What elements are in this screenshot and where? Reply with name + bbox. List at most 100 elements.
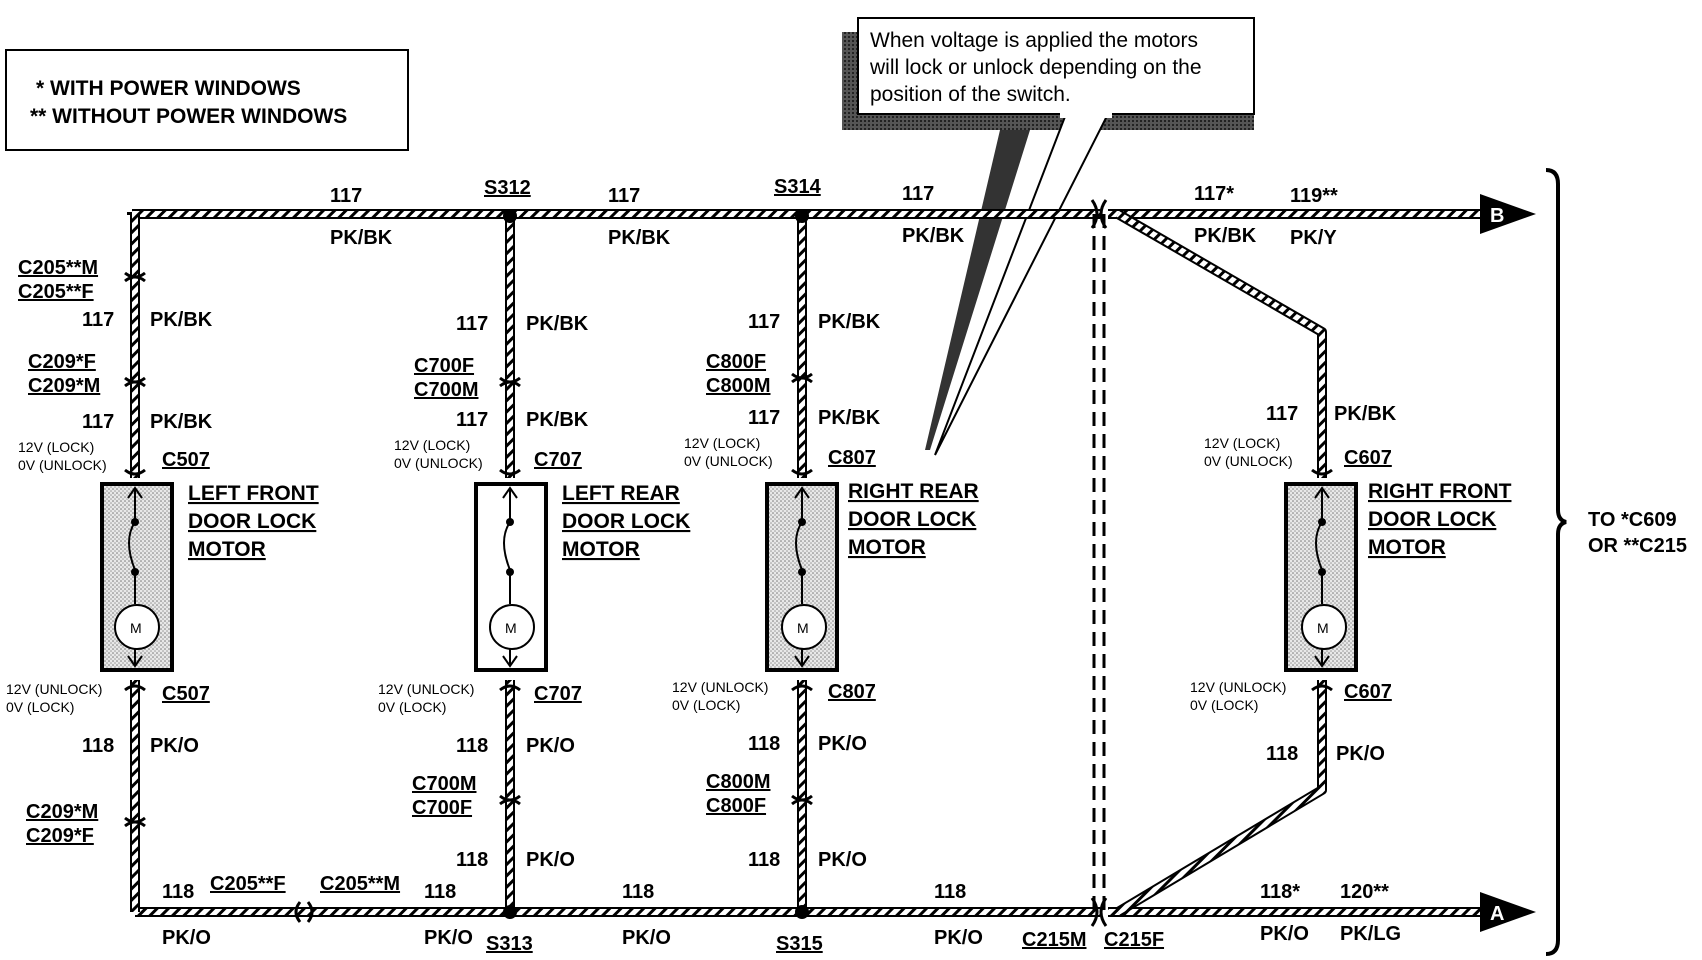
lr-lower-conn-b: C700F	[412, 797, 472, 819]
top-right-circuit-b: 119**	[1290, 185, 1338, 207]
rf-circuit-2: 118	[1266, 743, 1298, 765]
lr-color-3: PK/O	[526, 735, 575, 757]
lf-conn-top: C507	[162, 449, 210, 471]
lf-motor-name-2: DOOR LOCK	[188, 510, 316, 533]
lr-color-1: PK/BK	[526, 313, 589, 335]
top-color-2: PK/BK	[608, 227, 671, 249]
lf-mid-conn-b: C209*M	[28, 375, 100, 397]
lf-motor-name-3: MOTOR	[188, 538, 266, 561]
lf-circuit-1: 117	[82, 309, 114, 331]
bottom-color-3: PK/O	[622, 927, 671, 949]
rf-circuit-1: 117	[1266, 403, 1298, 425]
rr-circuit-1: 117	[748, 311, 780, 333]
lr-lower-conn-a: C700M	[412, 773, 476, 795]
top-right-color-a: PK/BK	[1194, 225, 1257, 247]
lr-motor-name-3: MOTOR	[562, 538, 640, 561]
bottom-c205-f: C205**F	[210, 873, 286, 895]
bracket	[1545, 168, 1567, 956]
lr-circuit-4: 118	[456, 849, 488, 871]
rr-motor-box: M	[765, 482, 839, 672]
rf-unlock-voltage-a: 12V (UNLOCK)	[1190, 679, 1286, 695]
lr-color-4: PK/O	[526, 849, 575, 871]
callout-box: When voltage is applied the motors will …	[842, 17, 1255, 456]
motor-symbol: M	[1317, 620, 1329, 636]
rf-motor-box: M	[1284, 482, 1358, 672]
lf-unlock-voltage-b: 0V (LOCK)	[6, 699, 74, 715]
rf-conn-top: C607	[1344, 447, 1392, 469]
callout-line-2: will lock or unlock depending on the	[869, 56, 1202, 79]
lf-lock-voltage-b: 0V (UNLOCK)	[18, 457, 107, 473]
splice-s313	[503, 905, 517, 919]
rf-motor-name-3: MOTOR	[1368, 536, 1446, 559]
top-color-1: PK/BK	[330, 227, 393, 249]
lf-circuit-3: 118	[82, 735, 114, 757]
motor-symbol: M	[797, 620, 809, 636]
lf-circuit-2: 117	[82, 411, 114, 433]
top-right-circuit-a: 117*	[1194, 183, 1234, 205]
rr-lock-voltage-a: 12V (LOCK)	[684, 435, 760, 451]
bottom-right-circuit-b: 120**	[1340, 881, 1389, 903]
lr-circuit-3: 118	[456, 735, 488, 757]
rr-lower-conn-b: C800F	[706, 795, 766, 817]
bottom-right-color-b: PK/LG	[1340, 923, 1401, 945]
lf-conn-bottom: C507	[162, 683, 210, 705]
splice-s312	[503, 209, 517, 223]
rr-upper-conn-b: C800M	[706, 375, 770, 397]
lr-upper-conn-b: C700M	[414, 379, 478, 401]
bottom-circuit-3: 118	[622, 881, 654, 903]
splice-s312-label: S312	[484, 177, 531, 199]
lr-motor-name-2: DOOR LOCK	[562, 510, 690, 533]
lf-motor-box: M	[100, 482, 174, 672]
lr-motor-name-1: LEFT REAR	[562, 482, 680, 505]
legend-box: * WITH POWER WINDOWS ** WITHOUT POWER WI…	[5, 49, 409, 151]
rf-lock-voltage-b: 0V (UNLOCK)	[1204, 453, 1293, 469]
rr-lock-voltage-b: 0V (UNLOCK)	[684, 453, 773, 469]
splice-s314-label: S314	[774, 176, 822, 198]
lf-upper-conn-a: C205**M	[18, 257, 98, 279]
lf-upper-conn-b: C205**F	[18, 281, 94, 303]
lf-lower-conn-b: C209*F	[26, 825, 94, 847]
lr-conn-top: C707	[534, 449, 582, 471]
lf-lower-conn-a: C209*M	[26, 801, 98, 823]
c215-connector	[1090, 199, 1108, 927]
legend-without-power-windows: ** WITHOUT POWER WINDOWS	[30, 105, 347, 128]
lf-motor-name-1: LEFT FRONT	[188, 482, 319, 505]
bottom-right-circuit-a: 118*	[1260, 881, 1300, 903]
lf-color-2: PK/BK	[150, 411, 213, 433]
lr-color-2: PK/BK	[526, 409, 589, 431]
bottom-circuit-1: 118	[162, 881, 194, 903]
rr-color-1: PK/BK	[818, 311, 881, 333]
bottom-circuit-2: 118	[424, 881, 456, 903]
to-label-line-1: TO *C609	[1588, 509, 1677, 531]
splice-s314	[795, 209, 809, 223]
to-label-line-2: OR **C215	[1588, 535, 1687, 557]
inline-connector-marks	[124, 271, 1333, 923]
lr-conn-bottom: C707	[534, 683, 582, 705]
rr-motor-name-2: DOOR LOCK	[848, 508, 976, 531]
rf-motor-name-2: DOOR LOCK	[1368, 508, 1496, 531]
bottom-right-color-a: PK/O	[1260, 923, 1309, 945]
top-circuit-1: 117	[330, 185, 362, 207]
lr-lock-voltage-a: 12V (LOCK)	[394, 437, 470, 453]
bottom-color-2: PK/O	[424, 927, 473, 949]
splice-s315	[795, 905, 809, 919]
bottom-circuit-4: 118	[934, 881, 966, 903]
lr-motor-box: M	[474, 482, 548, 672]
rf-color-1: PK/BK	[1334, 403, 1397, 425]
rr-circuit-3: 118	[748, 733, 780, 755]
splice-s313-label: S313	[486, 933, 533, 955]
motor-symbol: M	[505, 620, 517, 636]
rf-unlock-voltage-b: 0V (LOCK)	[1190, 697, 1258, 713]
rr-upper-conn-a: C800F	[706, 351, 766, 373]
rr-circuit-2: 117	[748, 407, 780, 429]
terminal-a-label: A	[1490, 903, 1504, 925]
lf-mid-conn-a: C209*F	[28, 351, 96, 373]
lr-unlock-voltage-b: 0V (LOCK)	[378, 699, 446, 715]
lr-circuit-1: 117	[456, 313, 488, 335]
rf-motor-name-1: RIGHT FRONT	[1368, 480, 1512, 503]
bottom-color-4: PK/O	[934, 927, 983, 949]
lf-color-1: PK/BK	[150, 309, 213, 331]
top-circuit-2: 117	[608, 185, 640, 207]
rr-conn-bottom: C807	[828, 681, 876, 703]
